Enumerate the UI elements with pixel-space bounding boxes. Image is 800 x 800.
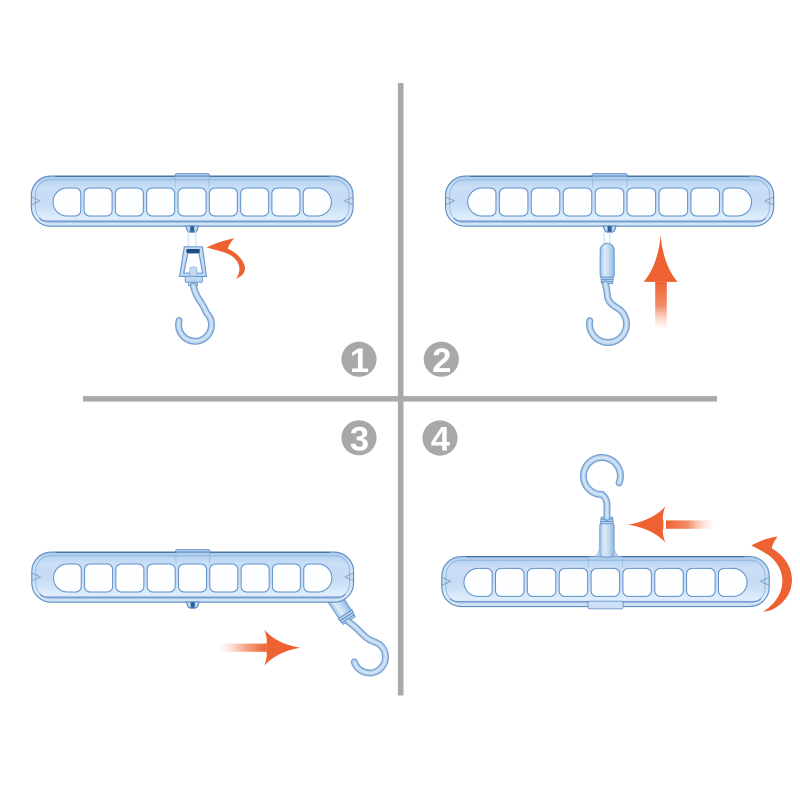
svg-text:4: 4 bbox=[431, 421, 450, 459]
svg-text:3: 3 bbox=[350, 420, 369, 458]
svg-text:2: 2 bbox=[432, 342, 451, 380]
svg-text:1: 1 bbox=[350, 342, 369, 380]
